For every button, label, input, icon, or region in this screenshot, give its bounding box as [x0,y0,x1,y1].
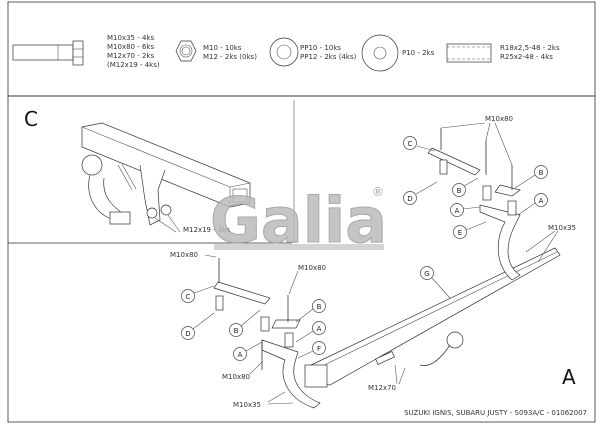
washer-legend-line: PP12 - 2ks (4ks) [300,53,357,61]
svg-text:A: A [455,207,460,215]
bolt-legend-text: M10x35 - 4ks M10x80 - 6ks M12x70 - 2ks (… [107,34,160,69]
main-crossbar-drawing [304,247,561,388]
svg-text:B: B [539,169,544,177]
svg-text:B: B [234,327,239,335]
logo-text: Galia [210,184,387,257]
washer-legend-line: PP10 - 10ks [300,44,341,52]
label-m10x80: M10x80 [222,373,250,381]
right-bracket-drawing [427,128,521,281]
bolt-icon [12,40,84,66]
svg-text:M12x70 - 2ks: M12x70 - 2ks [107,52,154,60]
callout-e: E [453,221,487,239]
svg-text:D: D [407,195,412,203]
svg-text:F: F [317,345,321,353]
callout-b: B [229,309,261,337]
callout-g: G [420,266,451,299]
label-m10x80: M10x80 [298,264,326,272]
callout-a: A [295,321,326,343]
callout-d: D [403,181,438,205]
callout-b: B [295,299,326,323]
washer-icon [269,37,299,67]
svg-text:B: B [317,303,322,311]
leaders [204,122,559,405]
drawing-frame [7,95,596,423]
large-washer-legend-line: P10 - 2ks [402,49,435,57]
label-m10x35: M10x35 [233,401,261,409]
svg-text:C: C [408,140,413,148]
large-washer-icon [361,34,399,72]
nut-legend-line: M10 - 10ks [203,44,242,52]
svg-text:E: E [458,229,462,237]
svg-text:A: A [317,325,322,333]
spacer-legend-line: R25x2-48 - 4ks [500,53,553,61]
callout-a: A [517,193,548,216]
svg-text:(M12x19 - 4ks): (M12x19 - 4ks) [107,61,160,69]
svg-text:M10x80 - 6ks: M10x80 - 6ks [107,43,154,51]
label-m12x70: M12x70 [368,384,396,392]
label-m10x35: M10x35 [548,224,576,232]
svg-text:D: D [185,330,190,338]
m12x19-leader [154,214,181,233]
spacer-tube-icon [446,43,492,63]
nut-icon [175,40,197,62]
label-m10x80: M10x80 [170,251,198,259]
callout-a: A [233,341,263,361]
callout-d: D [181,312,215,340]
label-m10x80: M10x80 [485,115,513,123]
spacer-legend-line: R18x2,5-48 - 2ks [500,44,560,52]
callout-c: C [181,285,215,303]
view-label-c: C [24,107,38,131]
callouts-right: C D B B A A E G [403,136,548,299]
svg-text:B: B [457,187,462,195]
callout-a: A [450,203,481,217]
svg-text:C: C [186,293,191,301]
svg-text:G: G [424,270,429,278]
detail-towbar-drawing [81,122,251,226]
callout-f: F [297,341,326,359]
galia-logo: Galia ® [210,184,388,258]
logo-registered-mark: ® [372,185,384,199]
svg-text:A: A [238,351,243,359]
svg-text:M10x35 - 4ks: M10x35 - 4ks [107,34,154,42]
view-label-a: A [562,365,576,389]
svg-text:A: A [539,197,544,205]
drawing-title-footer: SUZUKI IGNIS, SUBARU JUSTY - S093A/C - 0… [404,409,587,417]
callout-b: B [514,165,548,189]
nut-legend-line: M12 - 2ks (0ks) [203,53,257,61]
callout-b: B [452,177,479,197]
callouts-left: C D B B A A F [181,285,326,361]
left-bracket-drawing [213,258,321,409]
callout-c: C [403,136,436,152]
label-m12x19: M12x19 - 4ks [183,226,230,234]
